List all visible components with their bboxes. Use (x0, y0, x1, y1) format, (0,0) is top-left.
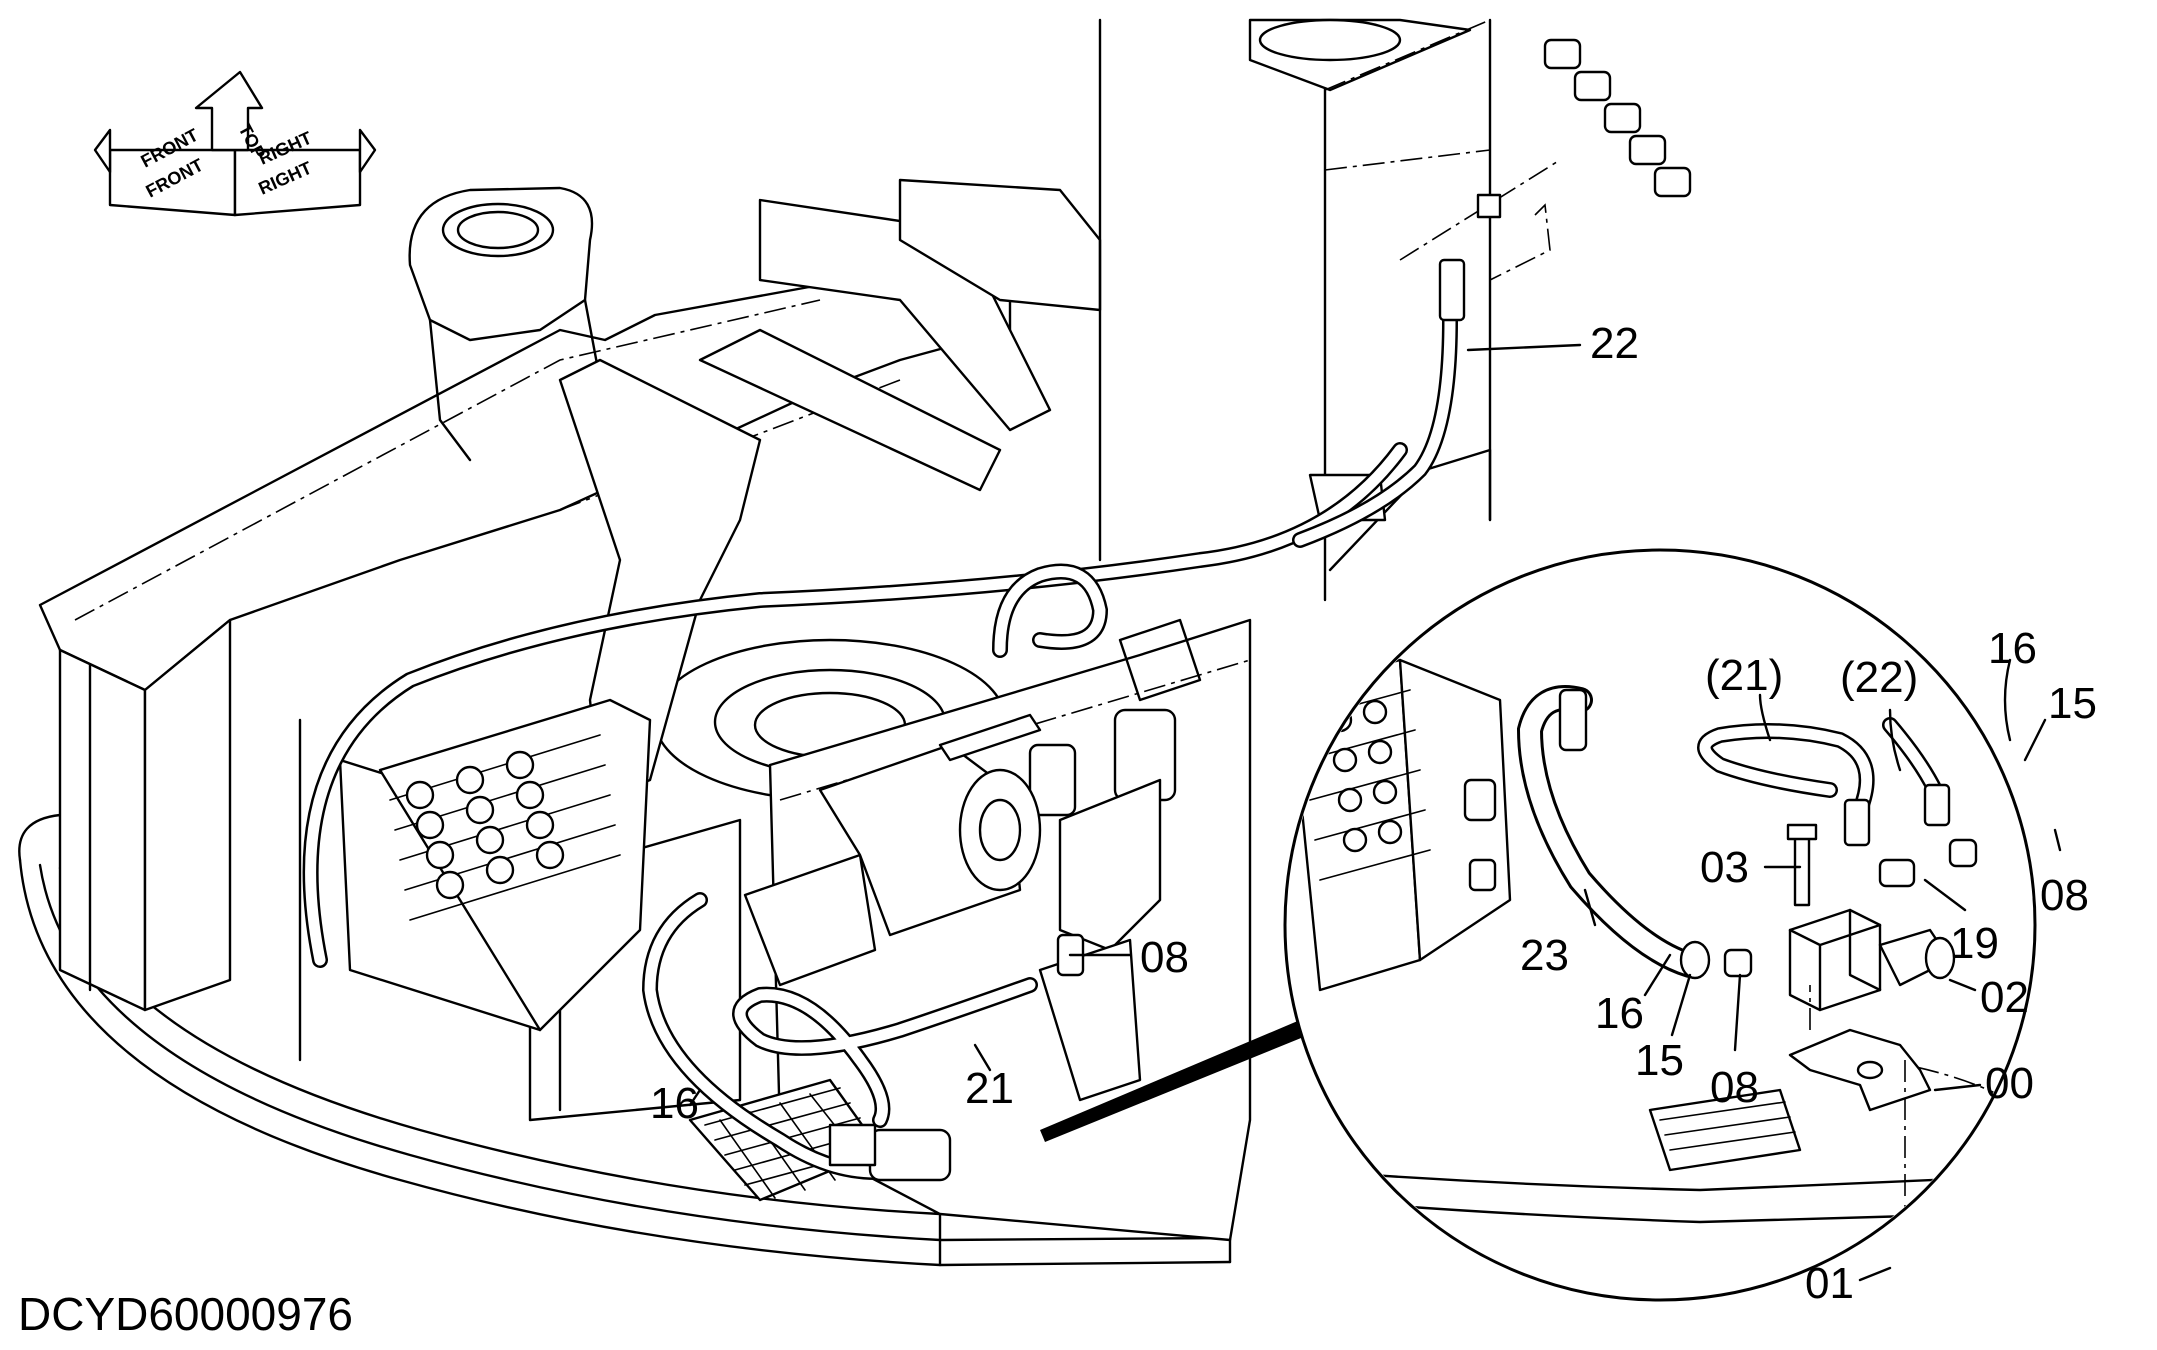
detail-callout-03: 03 (1700, 843, 1749, 892)
callout-08: 08 (1140, 933, 1189, 982)
leader-lines (688, 343, 2062, 1282)
callout-22: 22 (1590, 319, 1639, 368)
callout-labels: 22 08 21 16 (21) (22) 16 15 08 03 19 02 … (650, 319, 2097, 1308)
detail-callout-22-ref: (22) (1840, 653, 1918, 702)
control-valve-main (338, 698, 652, 1032)
detail-callout-00: 00 (1985, 1059, 2034, 1108)
detail-callout-08-bottom: 08 (1710, 1063, 1759, 1112)
orientation-indicator: FRONT FRONT TOP RIGHT RIGHT (93, 70, 377, 217)
drawing-code: DCYD60000976 (18, 1288, 353, 1340)
detail-callout-19: 19 (1950, 919, 1999, 968)
detail-callout-16-bottom: 16 (1595, 989, 1644, 1038)
detail-callout-01: 01 (1805, 1259, 1854, 1308)
main-view-hoses (302, 38, 1692, 1182)
detail-callout-08-right: 08 (2040, 871, 2089, 920)
callout-16: 16 (650, 1079, 699, 1128)
detail-callout-21-ref: (21) (1705, 651, 1783, 700)
detail-callout-15-bottom: 15 (1635, 1036, 1684, 1085)
detail-callout-15-top: 15 (2048, 679, 2097, 728)
tower-fittings (1476, 38, 1692, 219)
detail-callout-02: 02 (1980, 973, 2029, 1022)
callout-21: 21 (965, 1064, 1014, 1113)
detail-callout-16-top: 16 (1988, 624, 2037, 673)
detail-callout-23: 23 (1520, 931, 1569, 980)
detail-inset (1040, 548, 2037, 1302)
pump-assembly-main (743, 713, 1042, 987)
